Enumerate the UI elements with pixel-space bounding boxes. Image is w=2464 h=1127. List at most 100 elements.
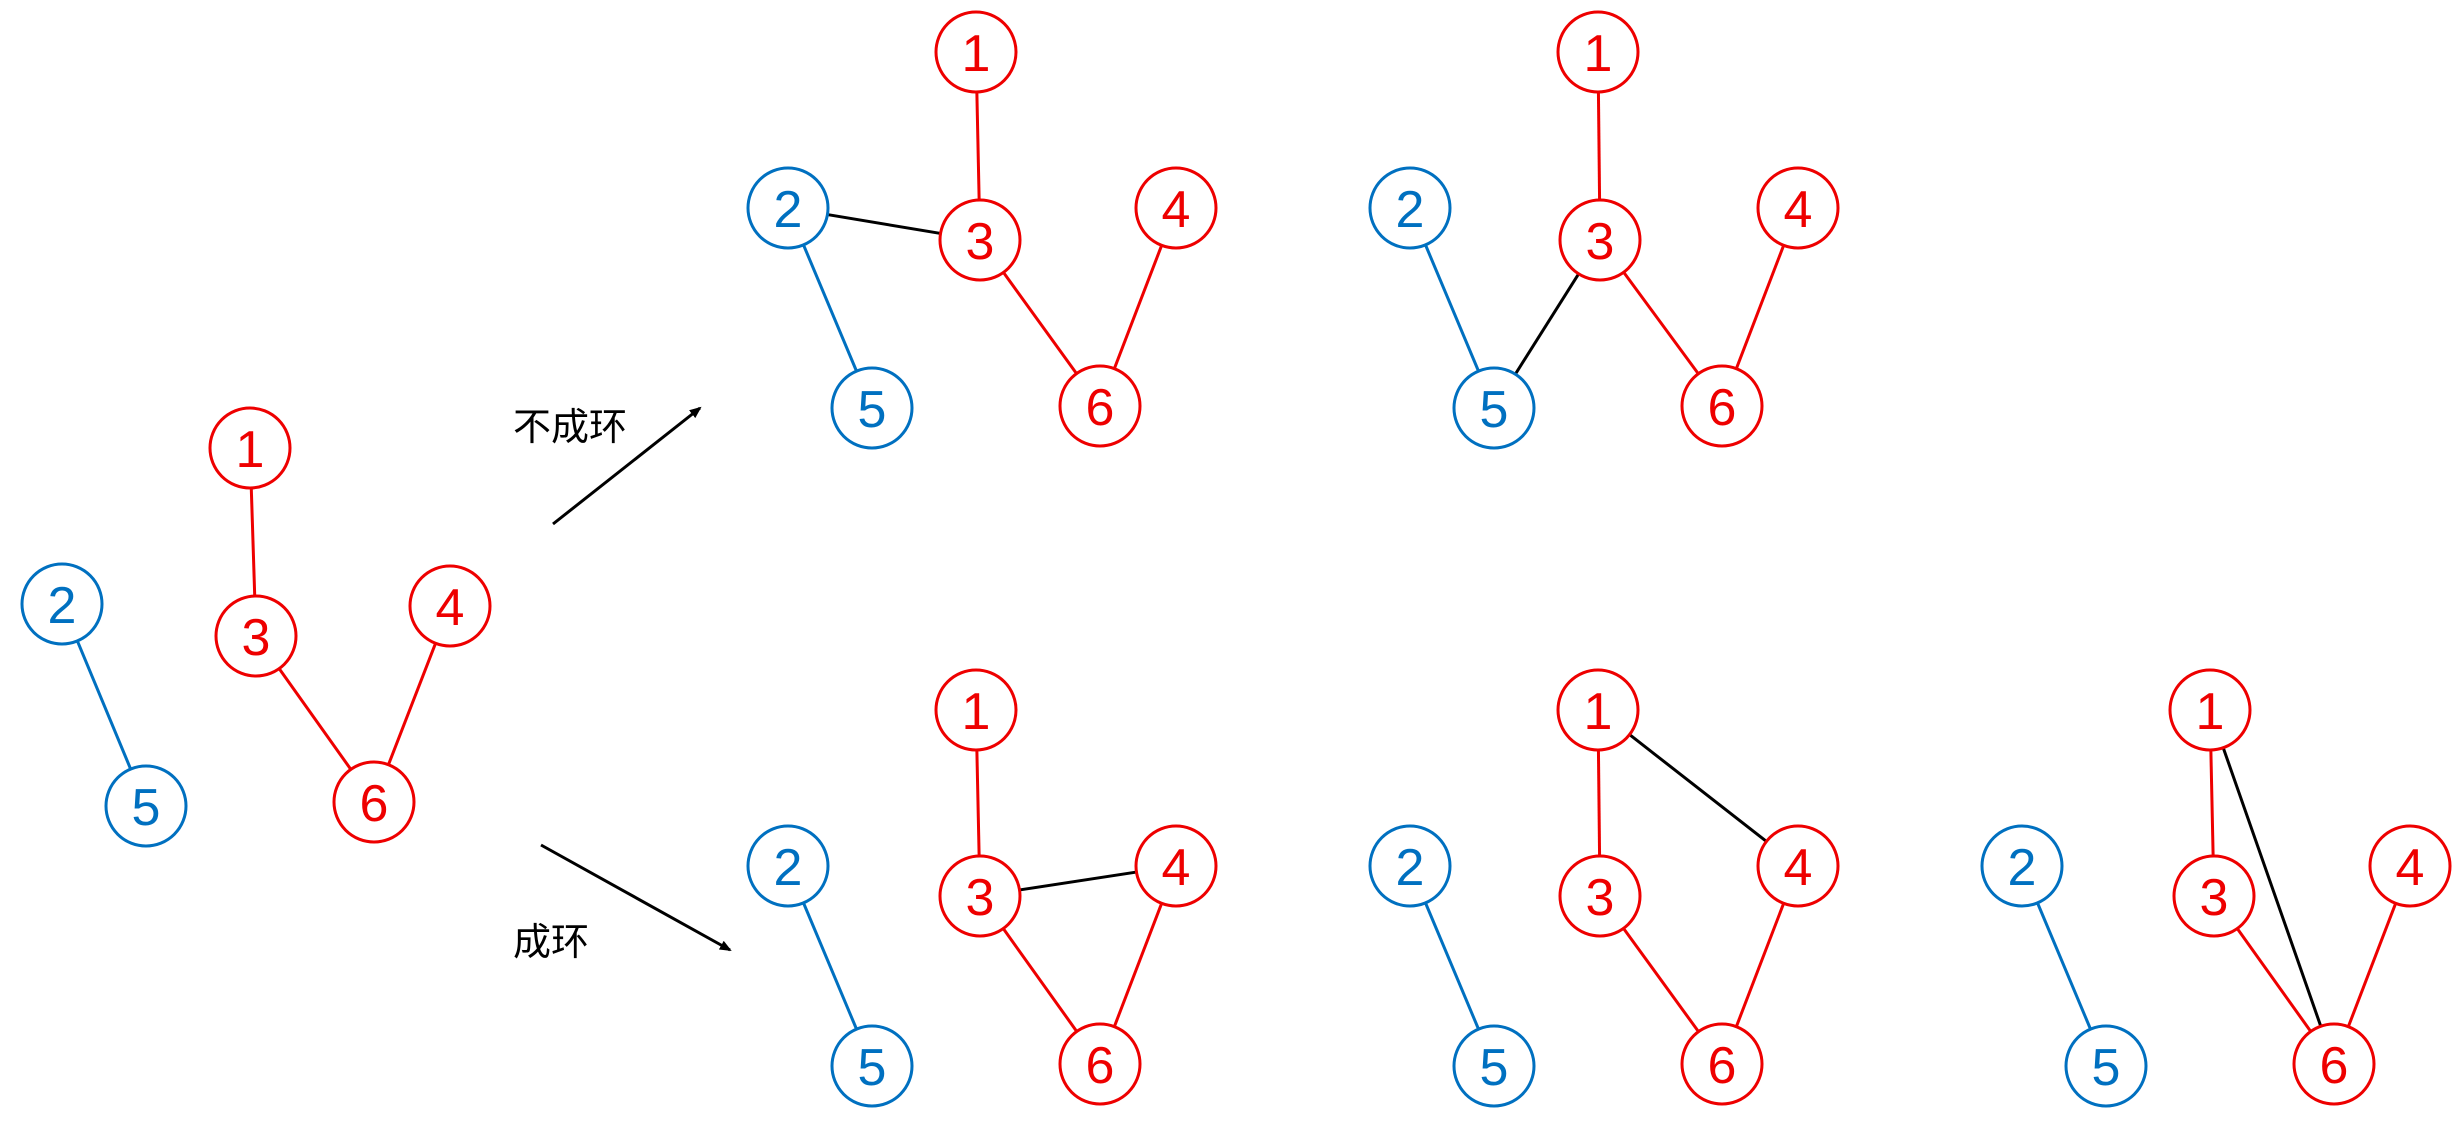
node-circle [2168, 668, 2252, 752]
node-label: 5 [132, 779, 161, 837]
arrow-cycle [540, 843, 732, 952]
node-circle [1452, 1024, 1536, 1108]
edge-3-6 [1002, 927, 1078, 1033]
node-label: 2 [774, 181, 803, 239]
node-circle [1368, 824, 1452, 908]
edge-3-6 [277, 667, 353, 771]
node-label: 5 [1480, 381, 1509, 439]
node-label: 5 [2092, 1039, 2121, 1097]
edge-2-5 [802, 902, 858, 1030]
node-6: 6 [2292, 1022, 2376, 1106]
node-circle [20, 562, 104, 646]
graph-cycle-c-edges [2036, 747, 2398, 1033]
graph-original-edges [75, 487, 437, 771]
node-circle [1368, 166, 1452, 250]
node-label: 4 [436, 579, 465, 637]
node-3: 3 [1558, 198, 1642, 282]
node-6: 6 [1680, 364, 1764, 448]
edge-1-3 [249, 487, 257, 597]
edge-3-6 [1622, 927, 1700, 1033]
edge-1-3 [975, 749, 981, 857]
node-4: 4 [408, 564, 492, 648]
edge-4-6 [1734, 902, 1786, 1028]
node-1: 1 [934, 668, 1018, 752]
node-circle [746, 824, 830, 908]
node-label: 2 [774, 839, 803, 897]
edge-2-5 [75, 640, 133, 770]
node-2: 2 [1368, 824, 1452, 908]
node-label: 1 [1584, 683, 1613, 741]
node-label: 6 [1708, 379, 1737, 437]
edge-3-6 [1002, 271, 1078, 375]
node-circle [1058, 1022, 1142, 1106]
node-label: 3 [242, 609, 271, 667]
node-label: 3 [966, 869, 995, 927]
node-circle [104, 764, 188, 848]
graph-cycle-b-edges [1424, 733, 1786, 1033]
node-circle [1556, 668, 1640, 752]
node-circle [2292, 1022, 2376, 1106]
node-label: 1 [1584, 25, 1613, 83]
edge-3-4 [1019, 870, 1137, 892]
node-circle [1980, 824, 2064, 908]
edge-4-6 [1112, 244, 1164, 370]
edge-2-5 [2036, 902, 2092, 1030]
node-circle [1680, 1022, 1764, 1106]
node-3: 3 [938, 198, 1022, 282]
edge-1-3 [1596, 91, 1602, 201]
node-5: 5 [1452, 366, 1536, 450]
edge-1-3 [2209, 749, 2215, 857]
node-circle [830, 1024, 914, 1108]
node-circle [214, 594, 298, 678]
node-4: 4 [1134, 824, 1218, 908]
node-1: 1 [1556, 10, 1640, 94]
node-2: 2 [20, 562, 104, 646]
node-circle [938, 198, 1022, 282]
node-label: 4 [1162, 839, 1191, 897]
node-label: 5 [858, 1039, 887, 1097]
node-circle [1134, 824, 1218, 908]
node-circle [1134, 166, 1218, 250]
edge-5-3 [1514, 273, 1580, 375]
edge-1-3 [975, 91, 981, 201]
node-3: 3 [2172, 854, 2256, 938]
node-circle [1058, 364, 1142, 448]
edge-1-3 [1596, 749, 1602, 857]
arrow-no-cycle [552, 406, 702, 526]
edge-1-4 [1628, 733, 1768, 843]
node-2: 2 [1980, 824, 2064, 908]
node-6: 6 [1680, 1022, 1764, 1106]
node-6: 6 [1058, 364, 1142, 448]
edge-2-5 [1424, 902, 1480, 1030]
node-label: 3 [2200, 869, 2229, 927]
node-circle [934, 10, 1018, 94]
node-5: 5 [830, 366, 914, 450]
caption-cycle: 成环 [513, 920, 589, 964]
edge-3-6 [2236, 927, 2312, 1033]
node-label: 3 [1586, 869, 1615, 927]
node-label: 6 [1708, 1037, 1737, 1095]
node-label: 2 [2008, 839, 2037, 897]
node-circle [2368, 824, 2452, 908]
node-2: 2 [1368, 166, 1452, 250]
node-circle [1452, 366, 1536, 450]
node-circle [938, 854, 1022, 938]
node-circle [1756, 166, 1840, 250]
node-6: 6 [332, 760, 416, 844]
edge-2-5 [1424, 244, 1480, 372]
node-circle [408, 564, 492, 648]
graph-no-cycle-a-edges [802, 91, 1164, 375]
node-circle [208, 406, 292, 490]
node-3: 3 [938, 854, 1022, 938]
node-circle [332, 760, 416, 844]
node-label: 4 [1784, 181, 1813, 239]
node-circle [746, 166, 830, 250]
node-1: 1 [2168, 668, 2252, 752]
node-4: 4 [1756, 824, 1840, 908]
node-2: 2 [746, 824, 830, 908]
